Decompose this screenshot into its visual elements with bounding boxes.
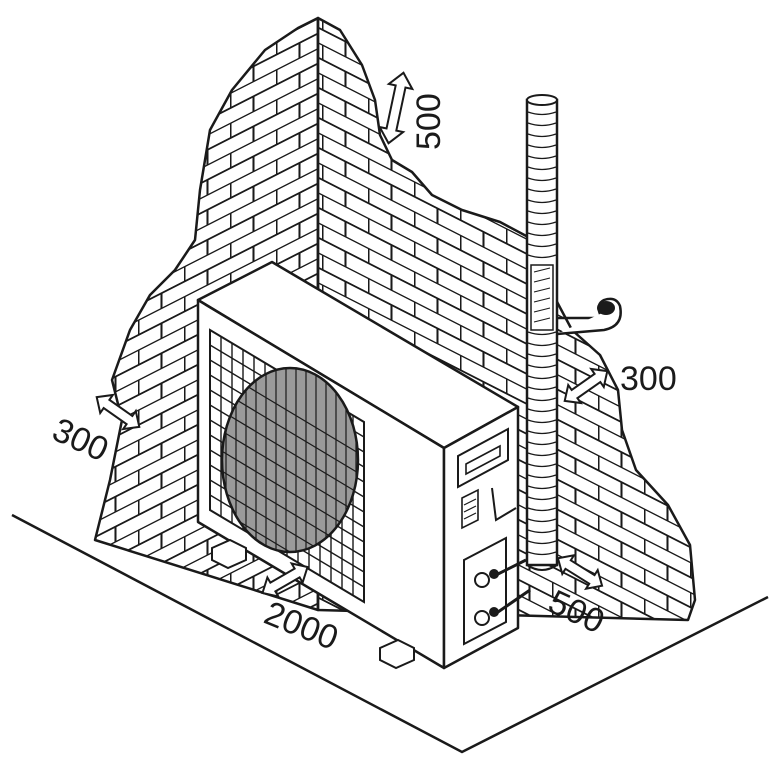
pipe-ring [527, 485, 557, 490]
floor-outline [11, 513, 769, 754]
pipe-ring [527, 177, 557, 182]
pipe-ring [527, 111, 557, 116]
line-detail [222, 489, 358, 552]
arrow-left-wall [95, 393, 141, 431]
pipe-ring [527, 529, 557, 534]
service-valve-panel [463, 536, 531, 646]
pipe-ring [527, 474, 557, 479]
unit-feet [211, 538, 415, 670]
pipe-ring [527, 342, 557, 347]
pipe-ring [527, 540, 557, 545]
pipe-ring [527, 331, 557, 336]
clearance-left-wall-label: 300 [47, 411, 114, 469]
arrow-right-wall [563, 367, 609, 405]
pipe-ring [527, 364, 557, 369]
arrow-side [556, 553, 604, 591]
drain-hose [556, 297, 622, 336]
pipe-ring [527, 166, 557, 171]
pipe-ring [527, 188, 557, 193]
pipe-ring [527, 419, 557, 424]
pipe-ring [527, 210, 557, 215]
line-detail [222, 449, 358, 535]
pipe-ring [527, 353, 557, 358]
pipe-ring [527, 397, 557, 402]
pipe-ring [527, 408, 557, 413]
pipe-ring [527, 122, 557, 127]
arrow-top [377, 71, 415, 145]
line-detail [222, 429, 358, 515]
refrigerant-pipe [525, 94, 559, 571]
pipe-ring [527, 386, 557, 391]
pipe-ring [527, 518, 557, 523]
pipe-ring [527, 243, 557, 248]
pipe-ring [527, 232, 557, 237]
pipe-ring [527, 221, 557, 226]
pipe-ring [527, 133, 557, 138]
pipe-ring [527, 144, 557, 149]
line-detail [222, 409, 358, 495]
line-detail [222, 509, 358, 552]
pipe-ring [527, 551, 557, 556]
arrow-front [261, 562, 309, 598]
pipe-ring [527, 155, 557, 160]
pipe-ring [527, 254, 557, 259]
outdoor-unit [196, 260, 531, 670]
clearance-right-wall-label: 300 [620, 360, 677, 398]
pipe-ring [527, 430, 557, 435]
pipe-ring [527, 441, 557, 446]
clearance-top-label: 500 [410, 93, 448, 150]
side-panel-display [457, 427, 517, 530]
pipe-ring [527, 496, 557, 501]
pipe-ring [527, 199, 557, 204]
pipe-ring [527, 375, 557, 380]
line-detail [222, 389, 358, 475]
pipe-ring [527, 507, 557, 512]
pipe-ring [527, 463, 557, 468]
pipe-ring [527, 452, 557, 457]
